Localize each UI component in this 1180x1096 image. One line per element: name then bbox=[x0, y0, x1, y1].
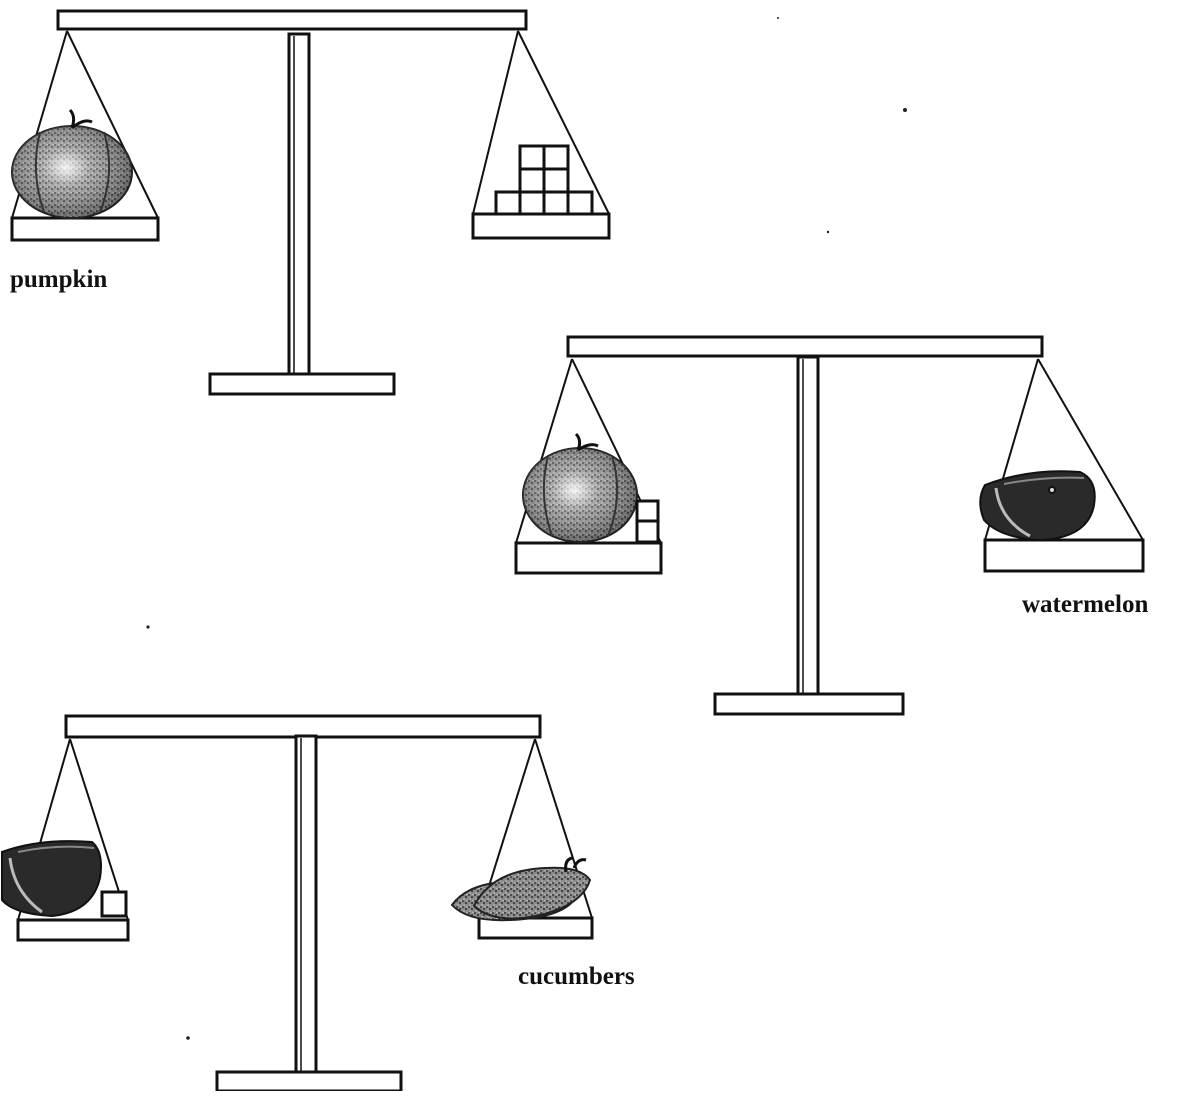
scale-3-left-pan bbox=[16, 918, 130, 942]
pumpkin-label: pumpkin bbox=[10, 266, 108, 293]
watermelon-label: watermelon bbox=[1022, 591, 1149, 618]
scale-2 bbox=[514, 335, 1145, 716]
scale-1-base bbox=[208, 372, 396, 396]
scale-3-post bbox=[294, 734, 318, 1076]
weight-block-icon bbox=[100, 890, 128, 918]
scale-2-right-pan bbox=[983, 538, 1145, 573]
scale-2-beam bbox=[566, 335, 1044, 358]
cucumbers-label: cucumbers bbox=[518, 963, 635, 990]
watermelon-icon bbox=[979, 470, 1096, 542]
scale-3-base bbox=[215, 1070, 403, 1093]
scale-3-beam bbox=[64, 714, 542, 739]
scale-1-left-pan bbox=[10, 216, 160, 242]
scale-1-post bbox=[287, 32, 311, 380]
scale-3 bbox=[1, 714, 594, 1093]
scale-1-beam bbox=[56, 9, 528, 31]
weight-blocks-icon bbox=[494, 144, 594, 216]
scale-2-post bbox=[796, 355, 820, 699]
pumpkin-icon bbox=[11, 108, 133, 219]
scale-2-left-pan bbox=[514, 541, 663, 575]
scan-specks bbox=[146, 17, 907, 1040]
scale-1 bbox=[10, 9, 611, 396]
pumpkin-icon bbox=[522, 432, 638, 543]
scale-2-base bbox=[713, 692, 905, 716]
weight-blocks-icon bbox=[635, 499, 660, 544]
watermelon-icon bbox=[1, 840, 102, 918]
cucumbers-icon bbox=[450, 856, 592, 922]
scale-1-right-pan bbox=[471, 212, 611, 240]
